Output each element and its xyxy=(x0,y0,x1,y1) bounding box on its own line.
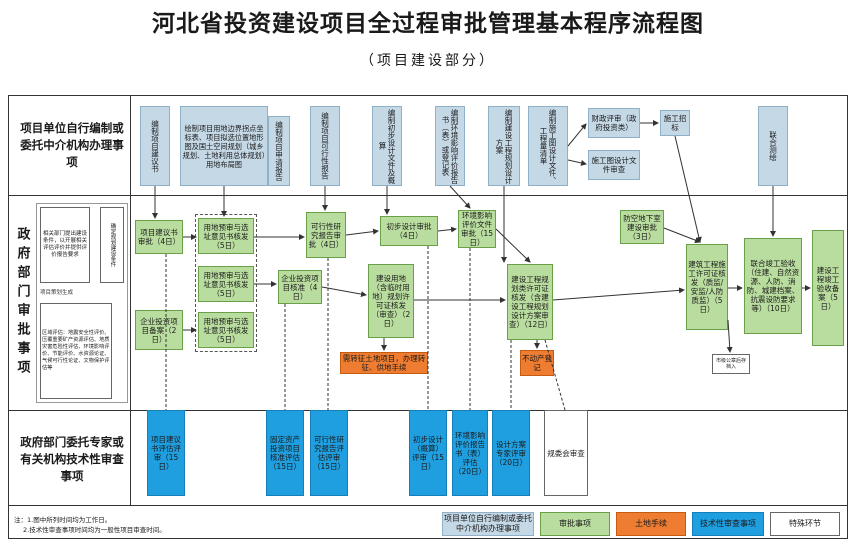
land-boundary-map-prep: 绘制项目用地边界拐点坐标表、项目拟选位置地形图及国土空间规划（城乡规划、土地利用… xyxy=(180,106,268,186)
enterprise-project-approval: 企业投资项目核准（4日） xyxy=(278,270,322,304)
conditions-box: 相关部门提出建设条件，以开展相关评估评价并提供评价报告要求 xyxy=(40,207,90,283)
diagram-frame xyxy=(8,95,848,539)
application-report-prep: 编制项目申请报告 xyxy=(268,116,290,186)
proposal-evaluation: 项目建议书评估评审（15日） xyxy=(147,410,185,496)
page-title: 河北省投资建设项目全过程审批管理基本程序流程图 xyxy=(152,10,704,37)
legend-technical: 技术性审查事项 xyxy=(692,512,764,536)
planning-scheme-prep: 编制建设工程规划设计方案 xyxy=(488,106,520,186)
approval-evaluation: 固定资产投资项目核准评估（15日） xyxy=(266,410,304,496)
project-planning-label: 项目策划生成 xyxy=(40,290,74,296)
eia-report-prep: 编制环境影响评价报告书（表）或登记表 xyxy=(435,106,465,186)
enterprise-project-filing: 企业投资项目备案（2日） xyxy=(135,310,183,350)
planning-conditions-box: 确定规划建设条件 xyxy=(100,207,124,283)
page-subtitle: （项目建设部分） xyxy=(360,53,496,69)
row-label-technical: 政府部门委托专家或有关机构技术性审查事项 xyxy=(20,434,124,483)
preliminary-design-prep: 编制初步设计文件及概算 xyxy=(372,106,402,186)
legend-land: 土地手续 xyxy=(616,512,686,536)
joint-surveying: 联合测绘 xyxy=(758,106,788,186)
label-column-divider xyxy=(130,95,131,505)
construction-planning-permit: 建设工程规划类许可证核发（含建设工程规划设计方案审查）（12日） xyxy=(507,264,553,340)
construction-drawing-prep: 编制施工图设计文件、工程量清单 xyxy=(528,106,568,186)
archive-box: 市级公章后存档入 xyxy=(712,354,750,374)
planning-committee-review: 规委会审查 xyxy=(544,410,588,496)
construction-bidding: 施工招标 xyxy=(660,110,690,136)
footnotes: 注：1.图中所列时间均为工作日。 2.技术性审查事项时间均为一般性项目审查时间。 xyxy=(14,515,166,535)
legend-special: 特殊环节 xyxy=(770,512,840,536)
fiscal-review: 财政评审（政府投资类） xyxy=(588,108,640,138)
legend-approval: 审批事项 xyxy=(540,512,610,536)
land-prereview-3: 用地预审与选址意见书核发（5日） xyxy=(198,312,254,348)
project-proposal-prep: 编制项目建议书 xyxy=(140,106,170,186)
regional-assessment-box: 区域评估：地震安全性评价、压覆重要矿产资源评估、地质灾害危险性评估、环境影响评价… xyxy=(40,303,112,399)
completion-filing: 建设工程竣工验收备案（5日） xyxy=(812,230,844,346)
drawing-review: 施工图设计文件审查 xyxy=(588,150,640,180)
land-prereview-2: 用地预审与选址意见书核发（5日） xyxy=(198,266,254,302)
legend-self: 项目单位自行编制或委托中介机构办理事项 xyxy=(442,512,534,536)
land-transfer-procedure: 需转征土地项目，办理转征、供地手续 xyxy=(340,352,428,374)
feasibility-approval: 可行性研究报告审批（4日） xyxy=(306,212,346,258)
feasibility-report-prep: 编制项目可行性报告 xyxy=(310,106,340,186)
construction-permit: 建筑工程施工许可证核发（质监/安监/人防质监）（5日） xyxy=(686,244,728,330)
design-expert-review: 设计方案专家评审（20日） xyxy=(492,410,530,496)
eia-approval: 环境影响评价文件审批（15日） xyxy=(458,210,496,248)
civil-air-defense-approval: 防空地下室建设审批（3日） xyxy=(620,210,664,244)
feasibility-evaluation: 可行性研究报告评估评审（15日） xyxy=(310,410,348,496)
project-proposal-approval: 项目建议书审批（4日） xyxy=(135,220,183,254)
real-estate-registration: 不动产登记 xyxy=(520,350,554,376)
footnote-1: 注：1.图中所列时间均为工作日。 xyxy=(14,516,112,524)
preliminary-design-evaluation: 初步设计（概算）评审（15日） xyxy=(409,410,447,496)
eia-evaluation: 环境影响评价报告书（表）评估（20日） xyxy=(452,410,488,496)
row-divider-1 xyxy=(8,195,848,196)
row-label-self: 项目单位自行编制或委托中介机构办理事项 xyxy=(20,120,124,169)
joint-completion-acceptance: 联合竣工验收（住建、自然资源、人防、消防、城建档案、抗震设防要求等）（10日） xyxy=(744,238,802,334)
preliminary-design-approval: 初步设计审批（4日） xyxy=(380,216,438,246)
row-divider-3 xyxy=(8,505,848,506)
row-label-approval: 政府部门审批事项 xyxy=(14,226,30,379)
footnote-2: 2.技术性审查事项时间均为一般性项目审查时间。 xyxy=(23,526,166,534)
land-prereview-1: 用地预审与选址意见书核发（5日） xyxy=(198,218,254,254)
land-planning-permit: 建设用地（含临时用地）规划许可证核发（审查）（2日） xyxy=(368,264,414,338)
